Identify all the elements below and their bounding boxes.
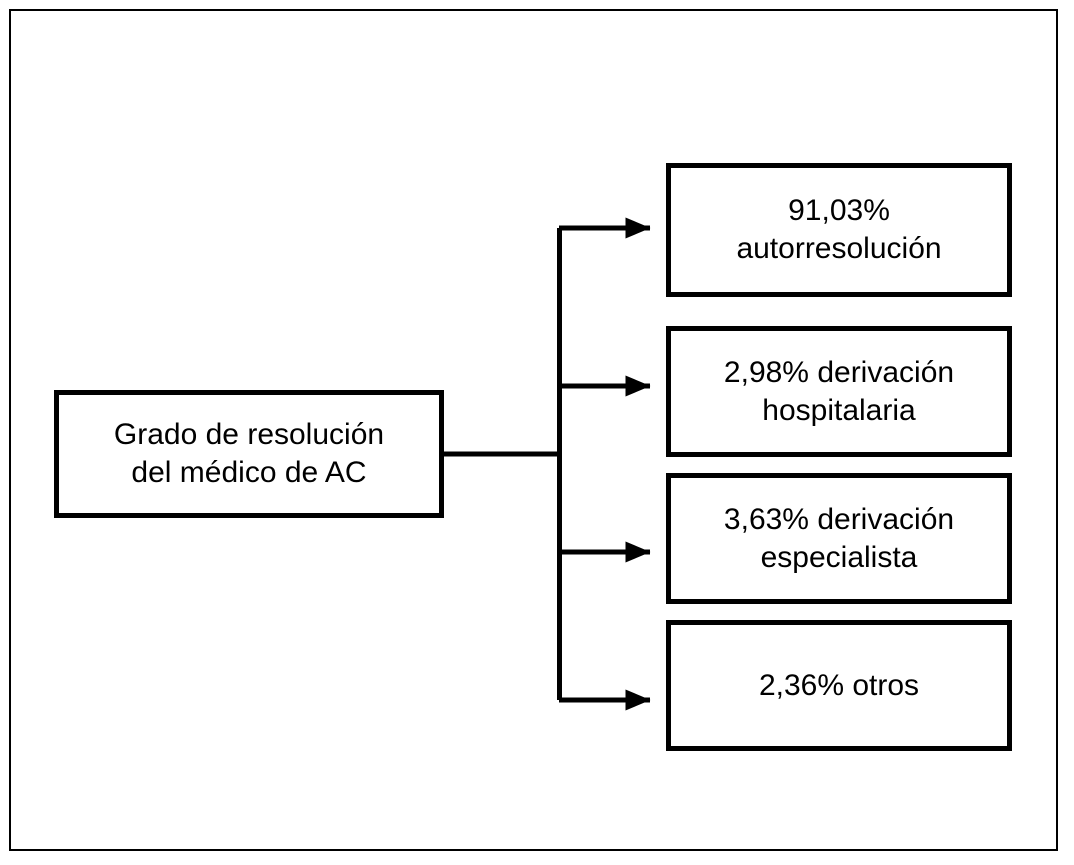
node-otros: 2,36% otros xyxy=(666,620,1012,751)
node-otros-label: 2,36% otros xyxy=(758,668,920,702)
node-derivacion-hospitalaria: 2,98% derivación hospitalaria xyxy=(666,326,1012,457)
node-root: Grado de resolución del médico de AC xyxy=(54,390,444,518)
node-autorresolucion: 91,03% autorresolución xyxy=(666,163,1012,297)
node-derivacion-especialista-label: 3,63% derivación especialista xyxy=(723,502,955,574)
node-autorresolucion-label: 91,03% autorresolución xyxy=(736,194,942,265)
node-derivacion-hospitalaria-label: 2,98% derivación hospitalaria xyxy=(723,355,955,427)
node-derivacion-especialista: 3,63% derivación especialista xyxy=(666,473,1012,604)
node-root-label: Grado de resolución del médico de AC xyxy=(113,418,385,489)
